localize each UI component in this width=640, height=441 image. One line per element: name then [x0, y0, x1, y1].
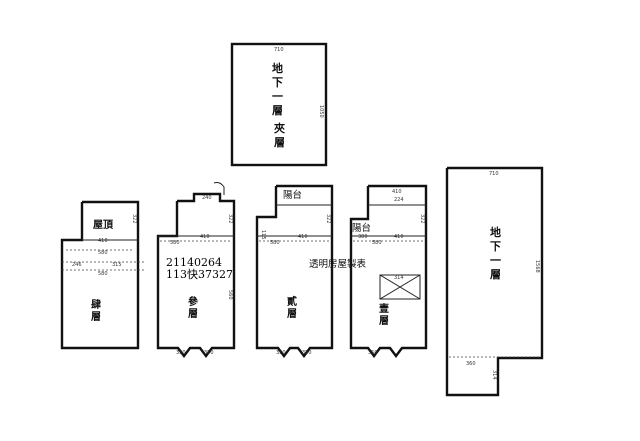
- second-floor-plan: 陽台 410 580 115 350 350 322 貳 層: [255, 184, 334, 358]
- producer-note: 透明房屋製表: [309, 258, 367, 270]
- basement-mezzanine-outline: [230, 42, 328, 167]
- rooftop-dim-410: 410: [98, 238, 108, 244]
- second-dim-350a: 350: [276, 350, 286, 356]
- first-floor-label-2: 層: [379, 315, 389, 327]
- basement-mezzanine-label-3: 一: [272, 90, 283, 103]
- registration-line-2: 113快37327: [166, 268, 233, 281]
- basement-mezzanine-height-dim: 1050: [318, 105, 324, 118]
- fourth-floor-label-2: 層: [91, 311, 101, 323]
- first-dim-410: 410: [392, 189, 402, 195]
- fourth-floor-label-1: 肆: [91, 298, 101, 311]
- second-dim-350b: 350: [302, 350, 312, 356]
- basement-mezzanine-label-2: 下: [272, 76, 283, 89]
- basement-label-2: 下: [490, 240, 501, 253]
- first-dim-224: 224: [394, 197, 404, 203]
- third-dim-560: 560: [227, 290, 233, 300]
- third-floor-outline: [156, 192, 236, 358]
- second-floor-outline: [255, 184, 334, 358]
- first-dim-580: 580: [372, 240, 382, 246]
- second-dim-580: 580: [270, 240, 280, 246]
- first-floor-plan: 陽台 410 224 410 380 580 314 350 322 壹 層: [349, 184, 428, 358]
- rooftop-label: 屋頂: [93, 219, 114, 231]
- basement-height-dim: 1568: [534, 260, 540, 273]
- third-floor-plan: 240 410 580 350 350 322 560 參 層: [156, 182, 236, 358]
- basement-bottom-dim: 360: [466, 361, 476, 367]
- first-dim-314: 314: [394, 275, 404, 281]
- basement-mezzanine-label-6: 層: [274, 136, 285, 149]
- rooftop-dim-580b: 580: [98, 271, 108, 277]
- second-dim-322: 322: [325, 214, 331, 224]
- basement-label-1: 地: [490, 225, 501, 239]
- basement-side-dim: 314: [491, 370, 497, 380]
- first-dim-350: 350: [368, 350, 378, 356]
- third-dim-350b: 350: [204, 350, 214, 356]
- third-dim-350a: 350: [176, 350, 186, 356]
- first-dim-322: 322: [419, 214, 425, 224]
- second-floor-label-2: 層: [287, 308, 297, 320]
- rooftop-dim-246: 246: [72, 262, 82, 268]
- second-dim-115: 115: [260, 230, 266, 240]
- third-dim-580: 580: [170, 240, 180, 246]
- first-floor-outline: [349, 184, 428, 358]
- second-floor-balcony-label: 陽台: [283, 189, 302, 201]
- rooftop-dim-322: 322: [131, 214, 137, 224]
- first-floor-balcony-label: 陽台: [352, 222, 371, 234]
- rooftop-plan: 屋頂 410 580 246 315 580 322 肆 層: [60, 200, 146, 350]
- first-dim-380: 380: [358, 234, 368, 240]
- basement-mezzanine-width-dim: 710: [274, 47, 284, 53]
- basement-mezzanine-label-1: 地: [272, 61, 283, 75]
- third-dim-240: 240: [202, 195, 212, 201]
- basement-mezzanine-label-4: 層: [272, 104, 283, 117]
- basement-plan: 710 1568 360 314 地 下 一 層: [445, 166, 544, 397]
- basement-mezzanine-label-5: 夾: [274, 121, 285, 135]
- third-dim-410: 410: [200, 234, 210, 240]
- basement-width-dim: 710: [489, 171, 499, 177]
- first-floor-void: [379, 274, 421, 300]
- second-floor-label-1: 貳: [287, 295, 297, 308]
- basement-label-3: 一: [490, 254, 501, 267]
- first-floor-label-1: 壹: [379, 302, 389, 315]
- first-dim-410b: 410: [394, 234, 404, 240]
- rooftop-dim-315: 315: [112, 262, 122, 268]
- registration-line-1: 21140264: [166, 256, 222, 269]
- basement-label-4: 層: [490, 268, 501, 281]
- rooftop-dim-580: 580: [98, 250, 108, 256]
- second-dim-410: 410: [298, 234, 308, 240]
- third-floor-label-2: 層: [188, 308, 198, 320]
- basement-outline: [445, 166, 544, 397]
- basement-mezzanine-plan: 710 1050 地 下 一 層 夾 層: [230, 42, 328, 167]
- third-floor-label-1: 參: [188, 295, 199, 308]
- third-dim-322: 322: [227, 214, 233, 224]
